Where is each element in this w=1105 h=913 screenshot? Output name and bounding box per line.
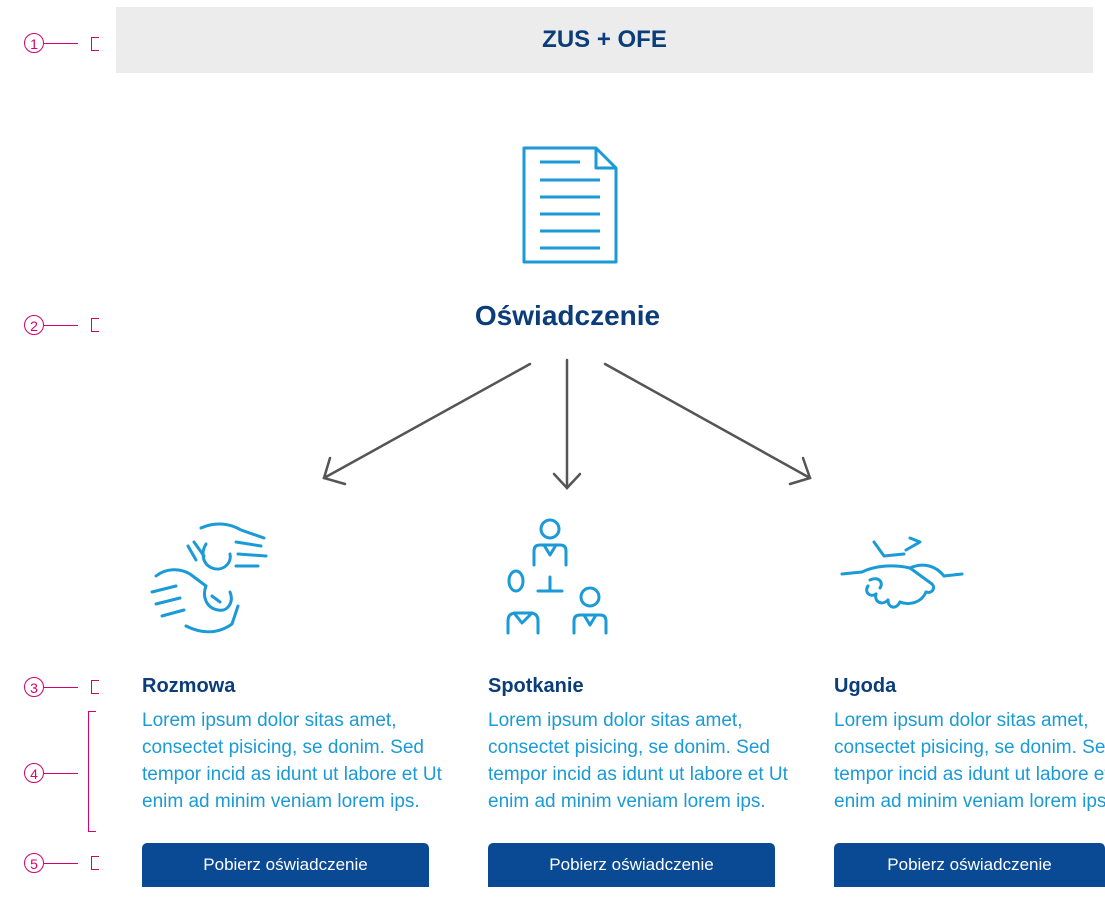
handshake-icon: [840, 536, 966, 621]
option-title: Ugoda: [834, 675, 897, 697]
header-title: ZUS + OFE: [542, 26, 667, 53]
option-description: Lorem ipsum dolor sitas amet, consectet …: [488, 710, 788, 812]
annotation-number: 4: [24, 763, 44, 783]
option-title: Spotkanie: [488, 675, 584, 697]
option-title: Rozmowa: [142, 675, 236, 697]
annotation-bracket: [91, 37, 99, 51]
annotation-number: 3: [24, 677, 44, 697]
header-bar: ZUS + OFE: [116, 7, 1093, 73]
annotation-marker-1: 1: [24, 33, 78, 53]
annotation-bracket: [91, 856, 99, 870]
download-statement-button-spotkanie[interactable]: Pobierz oświadczenie: [488, 843, 775, 887]
annotation-bracket: [91, 318, 99, 332]
annotation-number: 1: [24, 33, 44, 53]
main-title: Oświadczenie: [474, 300, 661, 331]
hands-gesture-icon: [146, 516, 276, 646]
annotation-line: [44, 686, 78, 688]
annotation-marker-3: 3: [24, 677, 78, 697]
annotation-marker-4: 4: [24, 763, 78, 783]
option-description: Lorem ipsum dolor sitas amet, consectet …: [142, 710, 442, 812]
document-icon: [520, 144, 620, 271]
annotation-marker-5: 5: [24, 853, 78, 873]
annotation-line: [44, 42, 78, 44]
annotation-bracket: [91, 680, 99, 694]
download-statement-button-ugoda[interactable]: Pobierz oświadczenie: [834, 843, 1105, 887]
people-meeting-icon: [504, 517, 624, 646]
annotation-bracket: [88, 711, 96, 832]
annotation-marker-2: 2: [24, 315, 78, 335]
download-statement-button-rozmowa[interactable]: Pobierz oświadczenie: [142, 843, 429, 887]
annotation-line: [44, 862, 78, 864]
option-description: Lorem ipsum dolor sitas amet, consectet …: [834, 710, 1105, 812]
annotation-line: [44, 772, 78, 774]
annotation-line: [44, 324, 78, 326]
annotation-number: 2: [24, 315, 44, 335]
annotation-number: 5: [24, 853, 44, 873]
